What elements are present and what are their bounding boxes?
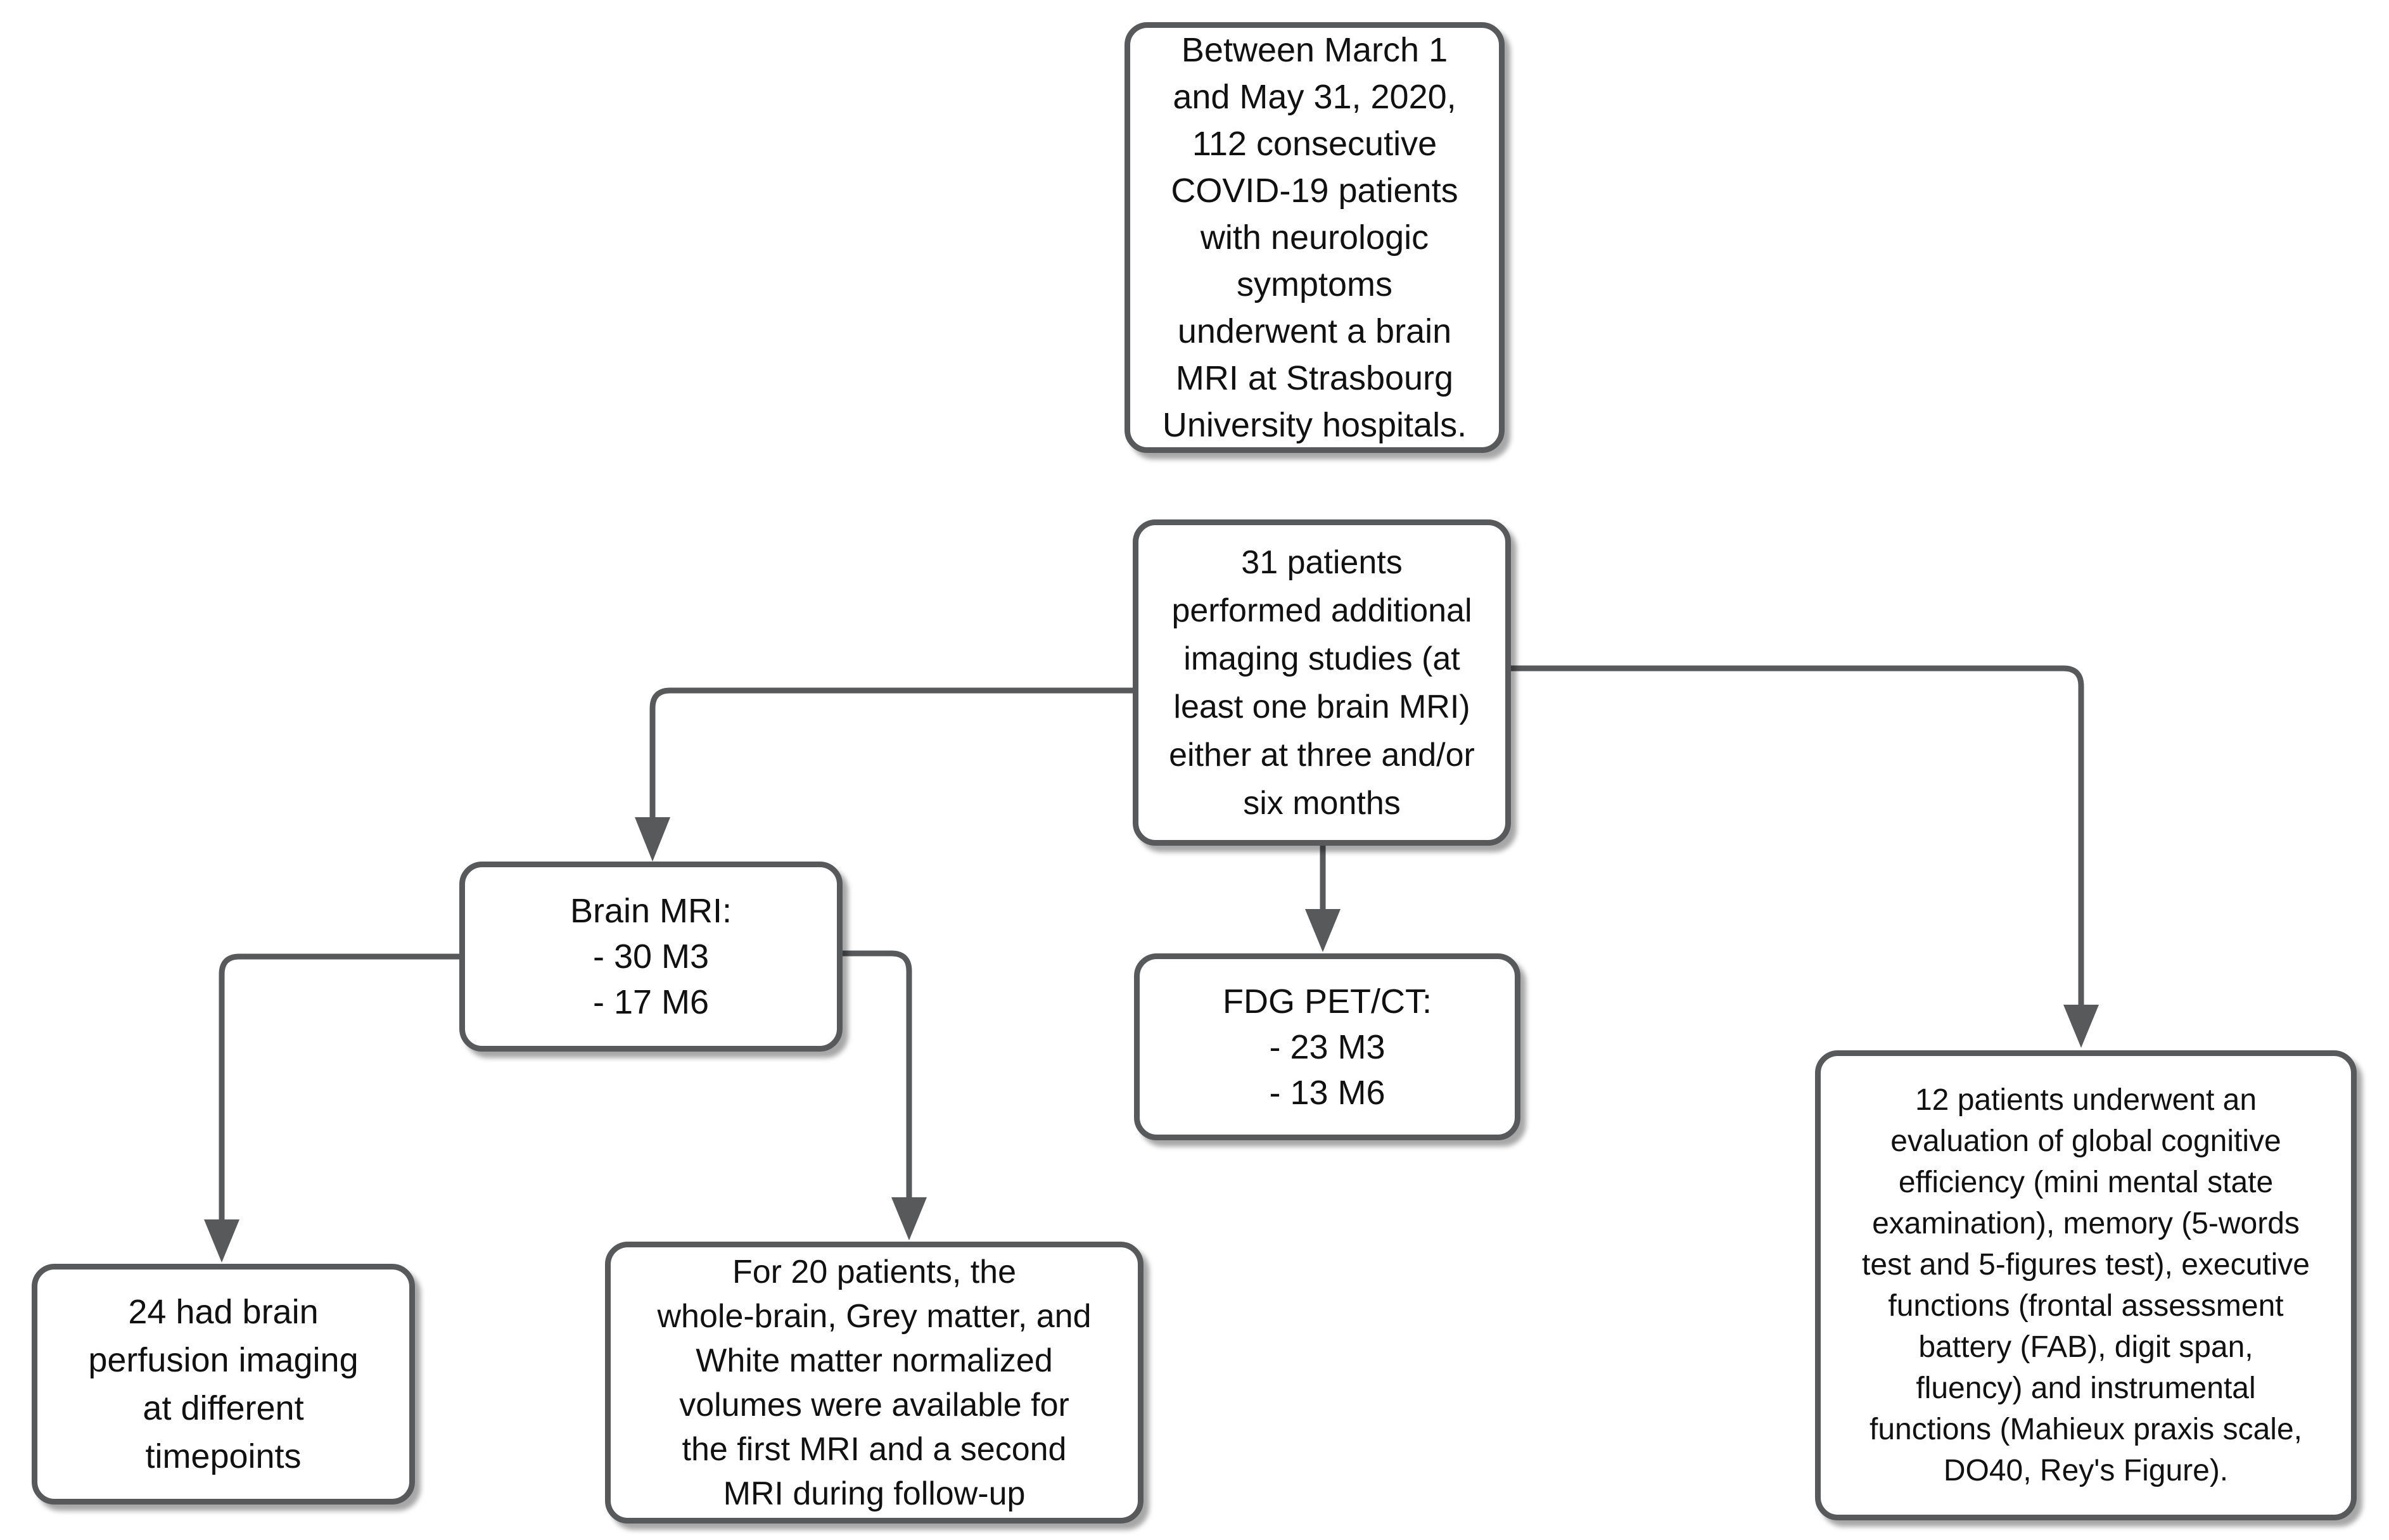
edge-brain-mri-volumes	[843, 950, 912, 1200]
edge-followup-neuropsych	[1511, 665, 2084, 1007]
arrowhead-icon	[204, 1219, 239, 1263]
node-fdg-pet-ct: FDG PET/CT: - 23 M3 - 13 M6	[1134, 953, 1520, 1140]
node-volumes-text: For 20 patients, the whole-brain, Grey m…	[657, 1253, 1092, 1512]
node-neuropsych: 12 patients underwent an evaluation of g…	[1815, 1050, 2357, 1520]
arrowhead-icon	[2063, 1005, 2099, 1048]
edge-followup-brain-mri	[649, 687, 1133, 820]
node-perfusion-text: 24 had brain perfusion imaging at differ…	[88, 1293, 359, 1475]
node-followup-text: 31 patients performed additional imaging…	[1169, 544, 1475, 822]
node-volumes: For 20 patients, the whole-brain, Grey m…	[605, 1242, 1144, 1524]
node-perfusion: 24 had brain perfusion imaging at differ…	[32, 1264, 415, 1505]
node-inclusion: Between March 1 and May 31, 2020, 112 co…	[1124, 22, 1505, 453]
node-brain-mri-text: Brain MRI: - 30 M3 - 17 M6	[570, 892, 732, 1021]
arrowhead-icon	[635, 817, 670, 862]
arrowhead-icon	[891, 1197, 927, 1240]
node-neuropsych-text: 12 patients underwent an evaluation of g…	[1861, 1083, 2310, 1487]
node-fdg-pet-ct-text: FDG PET/CT: - 23 M3 - 13 M6	[1222, 982, 1432, 1112]
node-brain-mri: Brain MRI: - 30 M3 - 17 M6	[459, 862, 843, 1052]
node-inclusion-text: Between March 1 and May 31, 2020, 112 co…	[1162, 31, 1467, 444]
edge-brain-mri-perfusion	[219, 953, 459, 1222]
arrowhead-icon	[1305, 909, 1341, 952]
node-followup: 31 patients performed additional imaging…	[1133, 519, 1511, 846]
